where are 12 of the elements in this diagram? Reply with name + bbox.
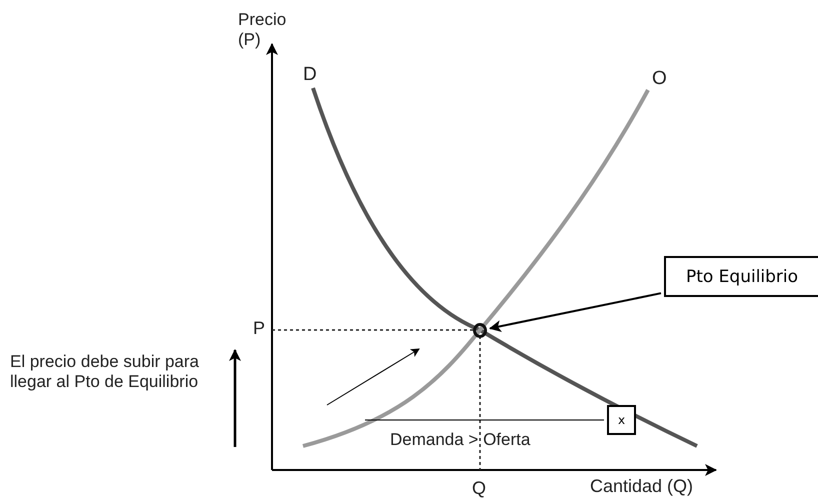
- callout-box: x: [607, 405, 636, 435]
- axis-tick-label: Q: [472, 478, 486, 499]
- arrow: [489, 292, 662, 332]
- curve-label: O: [652, 68, 667, 90]
- axis-title: Cantidad (Q): [590, 476, 694, 497]
- equilibrium-point: [473, 323, 487, 338]
- annotation-text: El precio debe subir para llegar al Pto de Equilibrio: [10, 352, 200, 392]
- axis-tick-label: P: [253, 318, 266, 339]
- axis-title: Precio (P): [238, 10, 288, 50]
- annotation-text: Demanda > Oferta: [390, 430, 530, 450]
- callout-box: Pto Equilibrio: [664, 256, 818, 297]
- curve-label: D: [303, 64, 317, 86]
